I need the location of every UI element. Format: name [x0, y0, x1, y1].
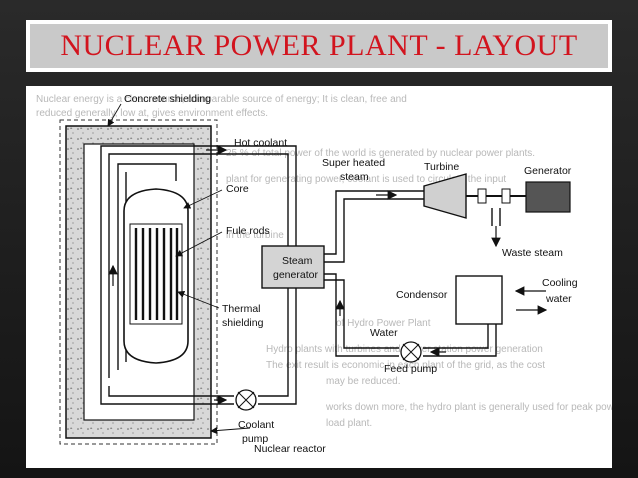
bg-line-9: may be reduced.: [326, 376, 401, 387]
fuel-rods: [134, 228, 179, 320]
slide-title: NUCLEAR POWER PLANT - LAYOUT: [60, 29, 578, 62]
coupling-2: [501, 188, 511, 204]
flow-arrows: [108, 145, 548, 405]
feed-pump-icon: [400, 341, 422, 363]
label-cooling-water: water: [545, 293, 572, 305]
bg-line-8: The exit result is economic in each plan…: [266, 360, 545, 371]
label-waste-steam: Waste steam: [502, 247, 563, 259]
label-generator: Generator: [524, 165, 572, 177]
bg-line-2: reduced generally, low at, gives environ…: [36, 108, 268, 119]
bg-line-3: 25 % of total power of the world is gene…: [226, 148, 535, 159]
label-turbine: Turbine: [424, 161, 459, 173]
plant-layout-diagram: Nuclear energy is a clean source, compar…: [36, 93, 612, 455]
label-condensor: Condensor: [396, 289, 448, 301]
steam-generator-label-2: generator: [273, 269, 318, 281]
label-hot-coolant: Hot coolant: [234, 137, 287, 149]
label-pump: pump: [242, 433, 268, 445]
label-thermal: Thermal: [222, 303, 261, 315]
bg-line-11: load plant.: [326, 418, 372, 429]
coupling-1: [477, 188, 487, 204]
label-nuclear-reactor: Nuclear reactor: [254, 443, 326, 455]
label-cooling: Cooling: [542, 277, 578, 289]
bg-line-10: works down more, the hydro plant is gene…: [325, 402, 612, 413]
bg-line-4: plant for generating power, coolant is u…: [226, 174, 506, 185]
bg-line-6: of Hydro Power Plant: [336, 318, 431, 329]
steam-generator-label-1: Steam: [282, 255, 313, 267]
label-steam: steam: [340, 171, 369, 183]
generator: [525, 181, 571, 213]
diagram-figure: Nuclear energy is a clean source, compar…: [26, 86, 612, 468]
bg-line-1: Nuclear energy is a clean source, compar…: [36, 94, 407, 105]
label-fuel-rods: Fule rods: [226, 225, 270, 237]
label-super-heated: Super heated: [322, 157, 385, 169]
turbine: [423, 173, 467, 219]
secondary-steam-loop: [324, 190, 501, 357]
title-band: NUCLEAR POWER PLANT - LAYOUT: [30, 24, 608, 68]
coolant-pump-icon: [235, 389, 257, 411]
leader-lines: [107, 103, 251, 435]
label-feed-pump: Feed pump: [384, 363, 437, 375]
diagram-labels: Concrete shielding Hot coolant Core Fule…: [124, 93, 578, 455]
label-coolant: Coolant: [238, 419, 274, 431]
bg-line-5: in the turbine: [226, 230, 284, 241]
condensor-box: [455, 275, 503, 325]
label-water: Water: [370, 327, 398, 339]
label-shielding: shielding: [222, 317, 264, 329]
steam-generator-box: [261, 245, 325, 289]
label-concrete-shielding: Concrete shielding: [124, 93, 211, 105]
label-core: Core: [226, 183, 249, 195]
